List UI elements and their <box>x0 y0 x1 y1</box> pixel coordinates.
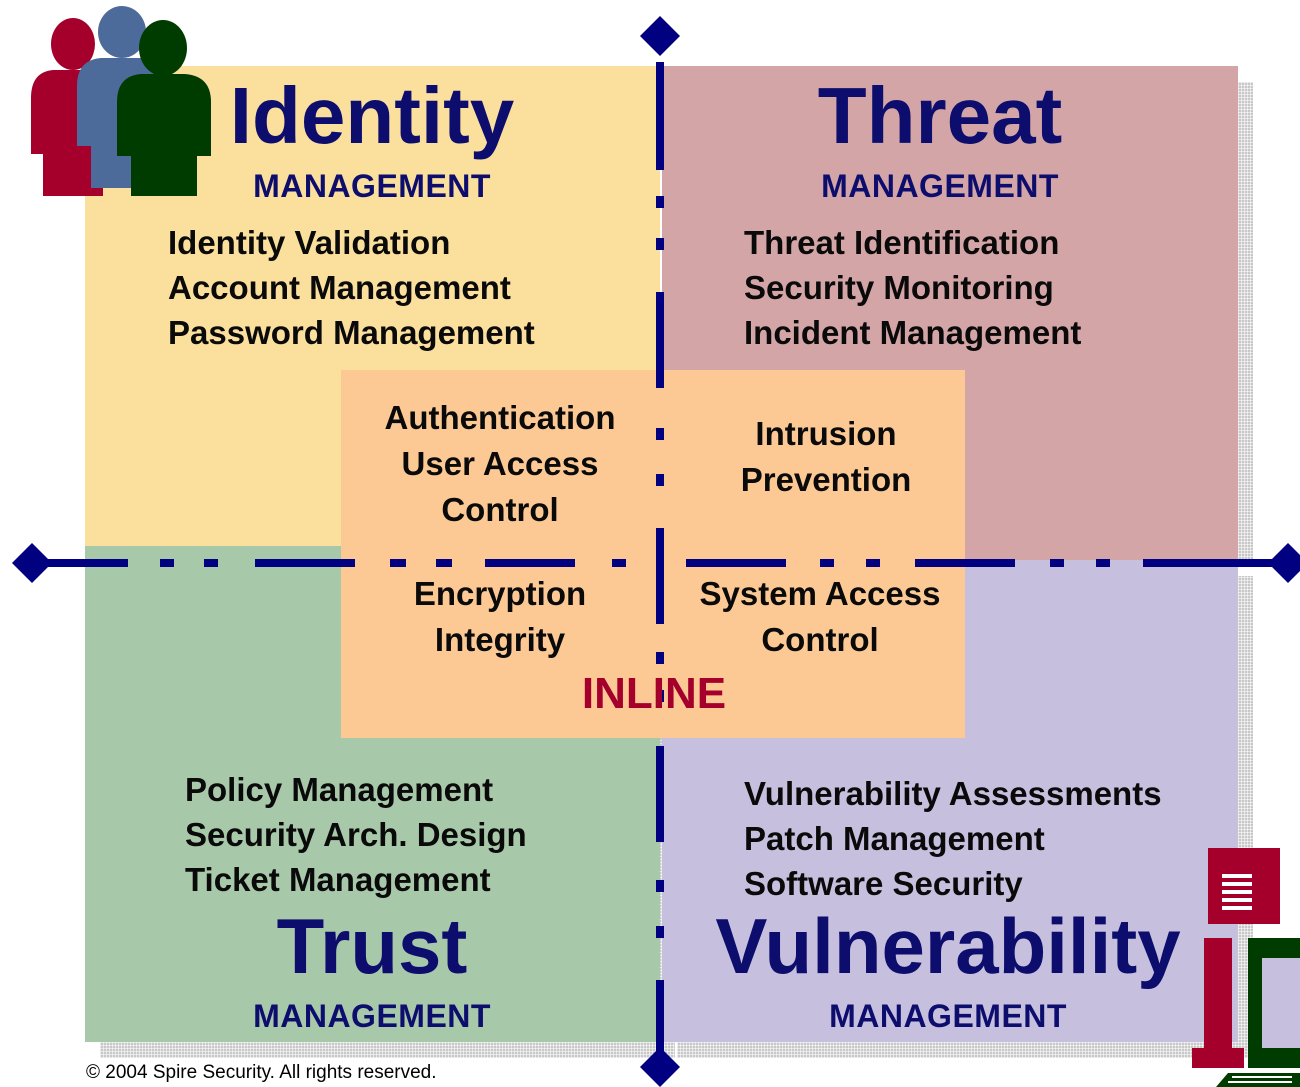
horizontal-axis-dot <box>204 559 218 567</box>
inline-bottom-left-line: Encryption <box>413 575 587 612</box>
inline-bottom-right: System Access Control <box>670 571 970 663</box>
horizontal-axis-dot <box>866 559 880 567</box>
inline-bottom-left-line: Integrity <box>434 621 566 658</box>
inline-top-left-line: Control <box>441 491 559 528</box>
inline-bottom-left: Encryption Integrity <box>350 571 650 663</box>
horizontal-axis-dot <box>160 559 174 567</box>
inline-top-left-line: User Access <box>401 445 599 482</box>
identity-items: Identity Validation Account Management P… <box>168 220 535 355</box>
horizontal-axis-segment <box>255 559 355 567</box>
trust-item: Security Arch. Design <box>185 816 527 853</box>
copyright: © 2004 Spire Security. All rights reserv… <box>86 1062 437 1083</box>
vulnerability-subtitle: MANAGEMENT <box>829 998 1067 1034</box>
horizontal-axis-segment <box>686 559 786 567</box>
threat-item: Incident Management <box>744 314 1082 351</box>
trust-item: Policy Management <box>185 771 494 808</box>
inline-label: INLINE <box>581 669 727 718</box>
inline-top-right: Intrusion Prevention <box>676 411 976 503</box>
vulnerability-items: Vulnerability Assessments Patch Manageme… <box>744 771 1162 906</box>
inline-top-right-line: Intrusion <box>755 415 897 452</box>
horizontal-axis-dot <box>1050 559 1064 567</box>
vertical-axis-dot <box>656 238 664 250</box>
vulnerability-item: Software Security <box>744 865 1023 902</box>
identity-title: Identity <box>229 71 515 160</box>
trust-items: Policy Management Security Arch. Design … <box>185 767 527 902</box>
vertical-axis-dot <box>656 690 664 702</box>
vertical-axis-dot <box>656 880 664 892</box>
inline-box <box>341 370 965 738</box>
people-icon <box>31 6 211 196</box>
vulnerability-item: Vulnerability Assessments <box>744 775 1162 812</box>
vertical-axis-segment <box>656 62 664 170</box>
threat-subtitle: MANAGEMENT <box>821 168 1059 204</box>
vertical-axis-dot <box>656 474 664 486</box>
vertical-axis-dot <box>656 428 664 440</box>
inline-bottom-right-line: Control <box>761 621 879 658</box>
axis-top-diamond <box>640 16 680 56</box>
identity-item: Account Management <box>168 269 511 306</box>
threat-item: Threat Identification <box>744 224 1060 261</box>
vertical-axis-segment <box>656 528 664 624</box>
vulnerability-title: Vulnerability <box>715 902 1181 990</box>
axis-left-diamond <box>12 543 52 583</box>
horizontal-axis-dot <box>436 559 452 567</box>
threat-item: Security Monitoring <box>744 269 1054 306</box>
vertical-axis-segment <box>656 980 664 1070</box>
inline-top-right-line: Prevention <box>740 461 912 498</box>
horizontal-axis-dot <box>390 559 406 567</box>
horizontal-axis-segment <box>485 559 575 567</box>
trust-title: Trust <box>276 902 468 990</box>
horizontal-axis-segment <box>915 559 1015 567</box>
inline-top-left-line: Authentication <box>384 399 616 436</box>
vertical-axis-segment <box>656 292 664 388</box>
vertical-axis-segment <box>656 746 664 842</box>
horizontal-axis-segment <box>28 559 128 567</box>
axis-right-diamond <box>1268 543 1300 583</box>
horizontal-axis-dot <box>820 559 834 567</box>
vertical-axis-dot <box>656 652 664 664</box>
threat-title: Threat <box>817 71 1063 160</box>
computer-icon <box>1192 848 1300 1087</box>
axis-bottom-diamond <box>640 1047 680 1087</box>
trust-item: Ticket Management <box>185 861 491 898</box>
horizontal-axis-segment <box>1143 559 1273 567</box>
inline-bottom-right-line: System Access <box>699 575 941 612</box>
identity-item: Identity Validation <box>168 224 451 261</box>
threat-items: Threat Identification Security Monitorin… <box>744 220 1081 355</box>
horizontal-axis-dot <box>1096 559 1110 567</box>
vertical-axis-dot <box>656 196 664 208</box>
vulnerability-item: Patch Management <box>744 820 1045 857</box>
inline-top-left: Authentication User Access Control <box>350 395 650 533</box>
identity-item: Password Management <box>168 314 535 351</box>
identity-subtitle: MANAGEMENT <box>253 168 491 204</box>
trust-subtitle: MANAGEMENT <box>253 998 491 1034</box>
horizontal-axis-dot <box>612 559 626 567</box>
vertical-axis-dot <box>656 926 664 938</box>
